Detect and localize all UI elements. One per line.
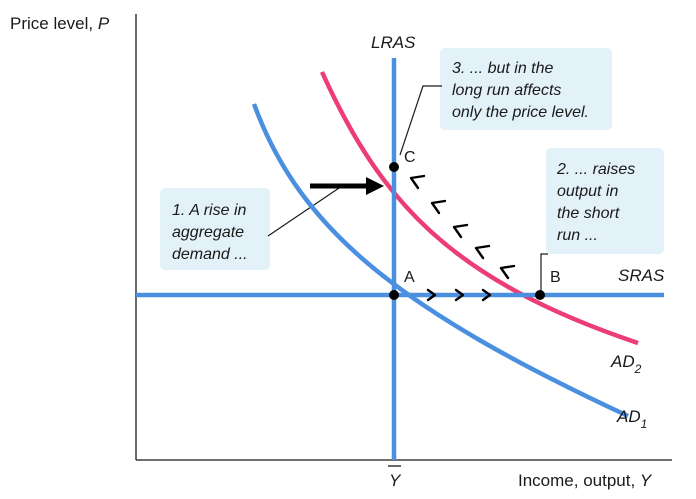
box3-line3: only the price level. (452, 104, 589, 121)
point-c-label: C (404, 149, 416, 166)
box2-line1: 2. ... raises (556, 161, 635, 178)
x-tick-label: Y (389, 471, 402, 490)
box2-line3: the short (557, 205, 620, 222)
ad1-curve (251, 103, 629, 419)
box1-line2: aggregate (172, 224, 244, 241)
ad2-curve (319, 71, 639, 346)
point-a (389, 290, 399, 300)
ad1-label: AD1 (616, 407, 647, 431)
annotation-box-1: 1. A rise in aggregate demand ... (160, 188, 270, 270)
y-axis-label: Price level, P (10, 14, 110, 33)
box2-line4: run ... (557, 227, 598, 244)
box2-leader (540, 253, 548, 291)
demand-shift-arrow (310, 177, 384, 195)
box1-line1: 1. A rise in (172, 202, 247, 219)
ad2-label: AD2 (610, 352, 642, 376)
box3-leader (399, 85, 442, 156)
annotation-box-2: 2. ... raises output in the short run ..… (546, 148, 664, 254)
long-run-path-arrows (409, 174, 516, 280)
point-a-label: A (404, 269, 415, 286)
short-run-path-arrows (426, 288, 492, 302)
sras-label: SRAS (618, 266, 665, 285)
box3-line1: 3. ... but in the (452, 60, 554, 77)
box3-line2: long run affects (452, 82, 561, 99)
box1-leader (267, 185, 343, 237)
box1-line3: demand ... (172, 246, 248, 263)
lras-label: LRAS (371, 33, 416, 52)
box2-line2: output in (557, 183, 618, 200)
annotation-box-3: 3. ... but in the long run affects only … (440, 48, 612, 130)
point-b-label: B (550, 269, 561, 286)
point-b (535, 290, 545, 300)
x-axis-label: Income, output, Y (518, 471, 653, 490)
point-c (389, 162, 399, 172)
